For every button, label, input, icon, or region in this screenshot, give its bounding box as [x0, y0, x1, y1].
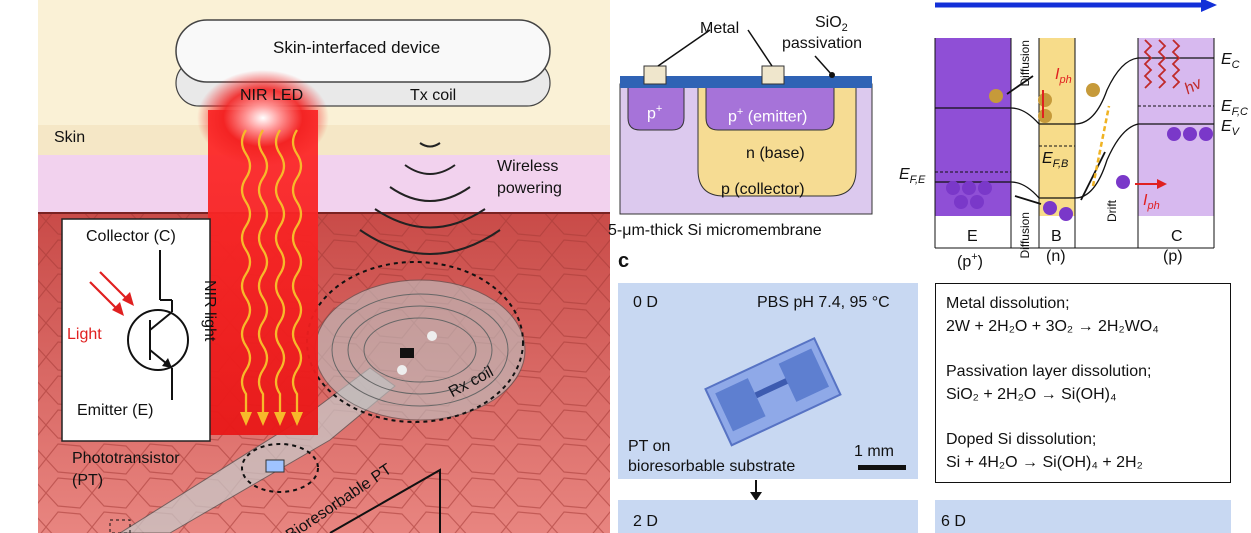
implant	[109, 261, 526, 533]
panel-a: Skin-interfaced device NIR LED Tx coil S…	[0, 0, 610, 533]
light-arrows	[89, 271, 129, 311]
emitter-region	[705, 83, 835, 131]
scale-label: 1 mm	[854, 443, 894, 460]
skin-label: Skin	[54, 129, 86, 146]
nir-waves	[240, 129, 303, 418]
pt-label-1: Phototransistor	[72, 450, 180, 467]
dermis-band	[38, 155, 610, 213]
region-borders	[934, 38, 1215, 248]
region-e-type: (p+)	[957, 251, 983, 271]
pt-on-label-2: bioresorbable substrate	[628, 458, 796, 475]
band-edges	[935, 57, 1214, 199]
light-label: Light	[67, 326, 102, 343]
wireless-label: Wireless	[497, 158, 559, 175]
emitter-label: Emitter (E)	[77, 402, 154, 419]
day0-label: 0 D	[633, 294, 658, 311]
passivation-equation: SiO₂ + 2H₂O → Si(OH)₄	[946, 386, 1117, 403]
scale-bar	[858, 465, 906, 470]
efe-label: EF,E	[899, 166, 926, 187]
day2-label: 2 D	[633, 513, 658, 530]
p-plus-contact	[627, 83, 685, 131]
region-c-type: (p)	[1163, 248, 1183, 265]
collector-region-label: p (collector)	[721, 181, 805, 198]
holes	[946, 127, 1213, 221]
pt-on-label-1: PT on	[628, 438, 671, 455]
condition-label: PBS pH 7.4, 95 °C	[757, 294, 890, 311]
nir-led-glow	[197, 70, 329, 166]
day2-photo: 2 D	[618, 500, 918, 533]
diffusion-bottom-label: Diffusion	[1018, 212, 1032, 259]
pt-outline	[241, 443, 319, 493]
metal-pad-1	[643, 65, 667, 85]
device-top	[175, 19, 551, 83]
powering-label: powering	[497, 180, 562, 197]
ev-label: EV	[1221, 118, 1240, 139]
base-label: n (base)	[746, 145, 805, 162]
drift-label: Drift	[1105, 200, 1119, 222]
metal-title: Metal dissolution;	[946, 295, 1070, 312]
panel-a-art	[38, 0, 610, 533]
efb-label: EF,B	[1042, 150, 1069, 171]
wireless-arcs	[359, 142, 501, 255]
photon	[1143, 39, 1181, 89]
nir-wave-arrows	[240, 412, 303, 426]
nir-light-label: NIR light	[201, 280, 218, 342]
passivation-label: passivation	[782, 35, 863, 52]
panel-b: Metal SiO2 passivation p+ p+ (emitter) n…	[608, 0, 895, 250]
day0-photo: 0 D PBS pH 7.4, 95 °C PT on bioresorbabl…	[618, 283, 918, 479]
day6-label: 6 D	[941, 513, 966, 530]
band-diagram-art	[934, 0, 1217, 249]
region-c: C	[1171, 228, 1183, 245]
panel-c-letter: c	[618, 250, 630, 272]
iph-label-top: Iph	[1055, 66, 1072, 87]
region-e: E	[967, 228, 978, 245]
electrons	[989, 83, 1100, 123]
base-band	[1039, 38, 1075, 216]
fermi-levels	[935, 105, 1214, 173]
reactions-box: Metal dissolution; 2W + 2H₂O + 3O₂ → 2H₂…	[935, 283, 1231, 483]
p-plus-label: p+	[647, 103, 663, 123]
metal-label: Metal	[700, 20, 740, 37]
pt-sample	[704, 337, 842, 447]
device-label: Skin-interfaced device	[273, 38, 441, 57]
oxide-layer	[620, 76, 872, 88]
emitter-region-label: p+ (emitter)	[728, 106, 808, 126]
iph-label-bottom: Iph	[1143, 192, 1160, 213]
region-b: B	[1051, 228, 1062, 245]
nir-led-label: NIR LED	[240, 87, 304, 104]
diffusion-top-label: Diffusion	[1018, 40, 1032, 87]
region-b-type: (n)	[1046, 248, 1066, 265]
ec-label: EC	[1221, 51, 1240, 72]
day6-photo: 6 D	[935, 500, 1231, 533]
cross-section-art	[619, 29, 873, 215]
si-equation: Si + 4H₂O → Si(OH)₄ + 2H₂	[946, 454, 1143, 471]
metal-equation: 2W + 2H₂O + 3O₂ → 2H₂WO₄	[946, 318, 1159, 335]
efc-label: EF,C	[1221, 98, 1248, 119]
passivation-title: Passivation layer dissolution;	[946, 363, 1152, 380]
down-arrow	[750, 480, 762, 501]
metal-pad-2	[761, 65, 785, 85]
pt-label-2: (PT)	[72, 472, 104, 489]
collector-band	[1138, 38, 1214, 216]
si-title: Doped Si dissolution;	[946, 431, 1097, 448]
micromembrane-caption: 5-μm-thick Si micromembrane	[608, 222, 822, 239]
sio2-label: SiO2	[815, 14, 848, 35]
collector-label: Collector (C)	[86, 228, 176, 245]
diffusion-arrows	[1006, 75, 1106, 205]
band-diagram: EC EF,C EV EF,E EF,B Iph Iph hv Diffusio…	[895, 0, 1251, 270]
pt-symbol	[127, 250, 189, 400]
tx-coil-label: Tx coil	[410, 87, 457, 104]
